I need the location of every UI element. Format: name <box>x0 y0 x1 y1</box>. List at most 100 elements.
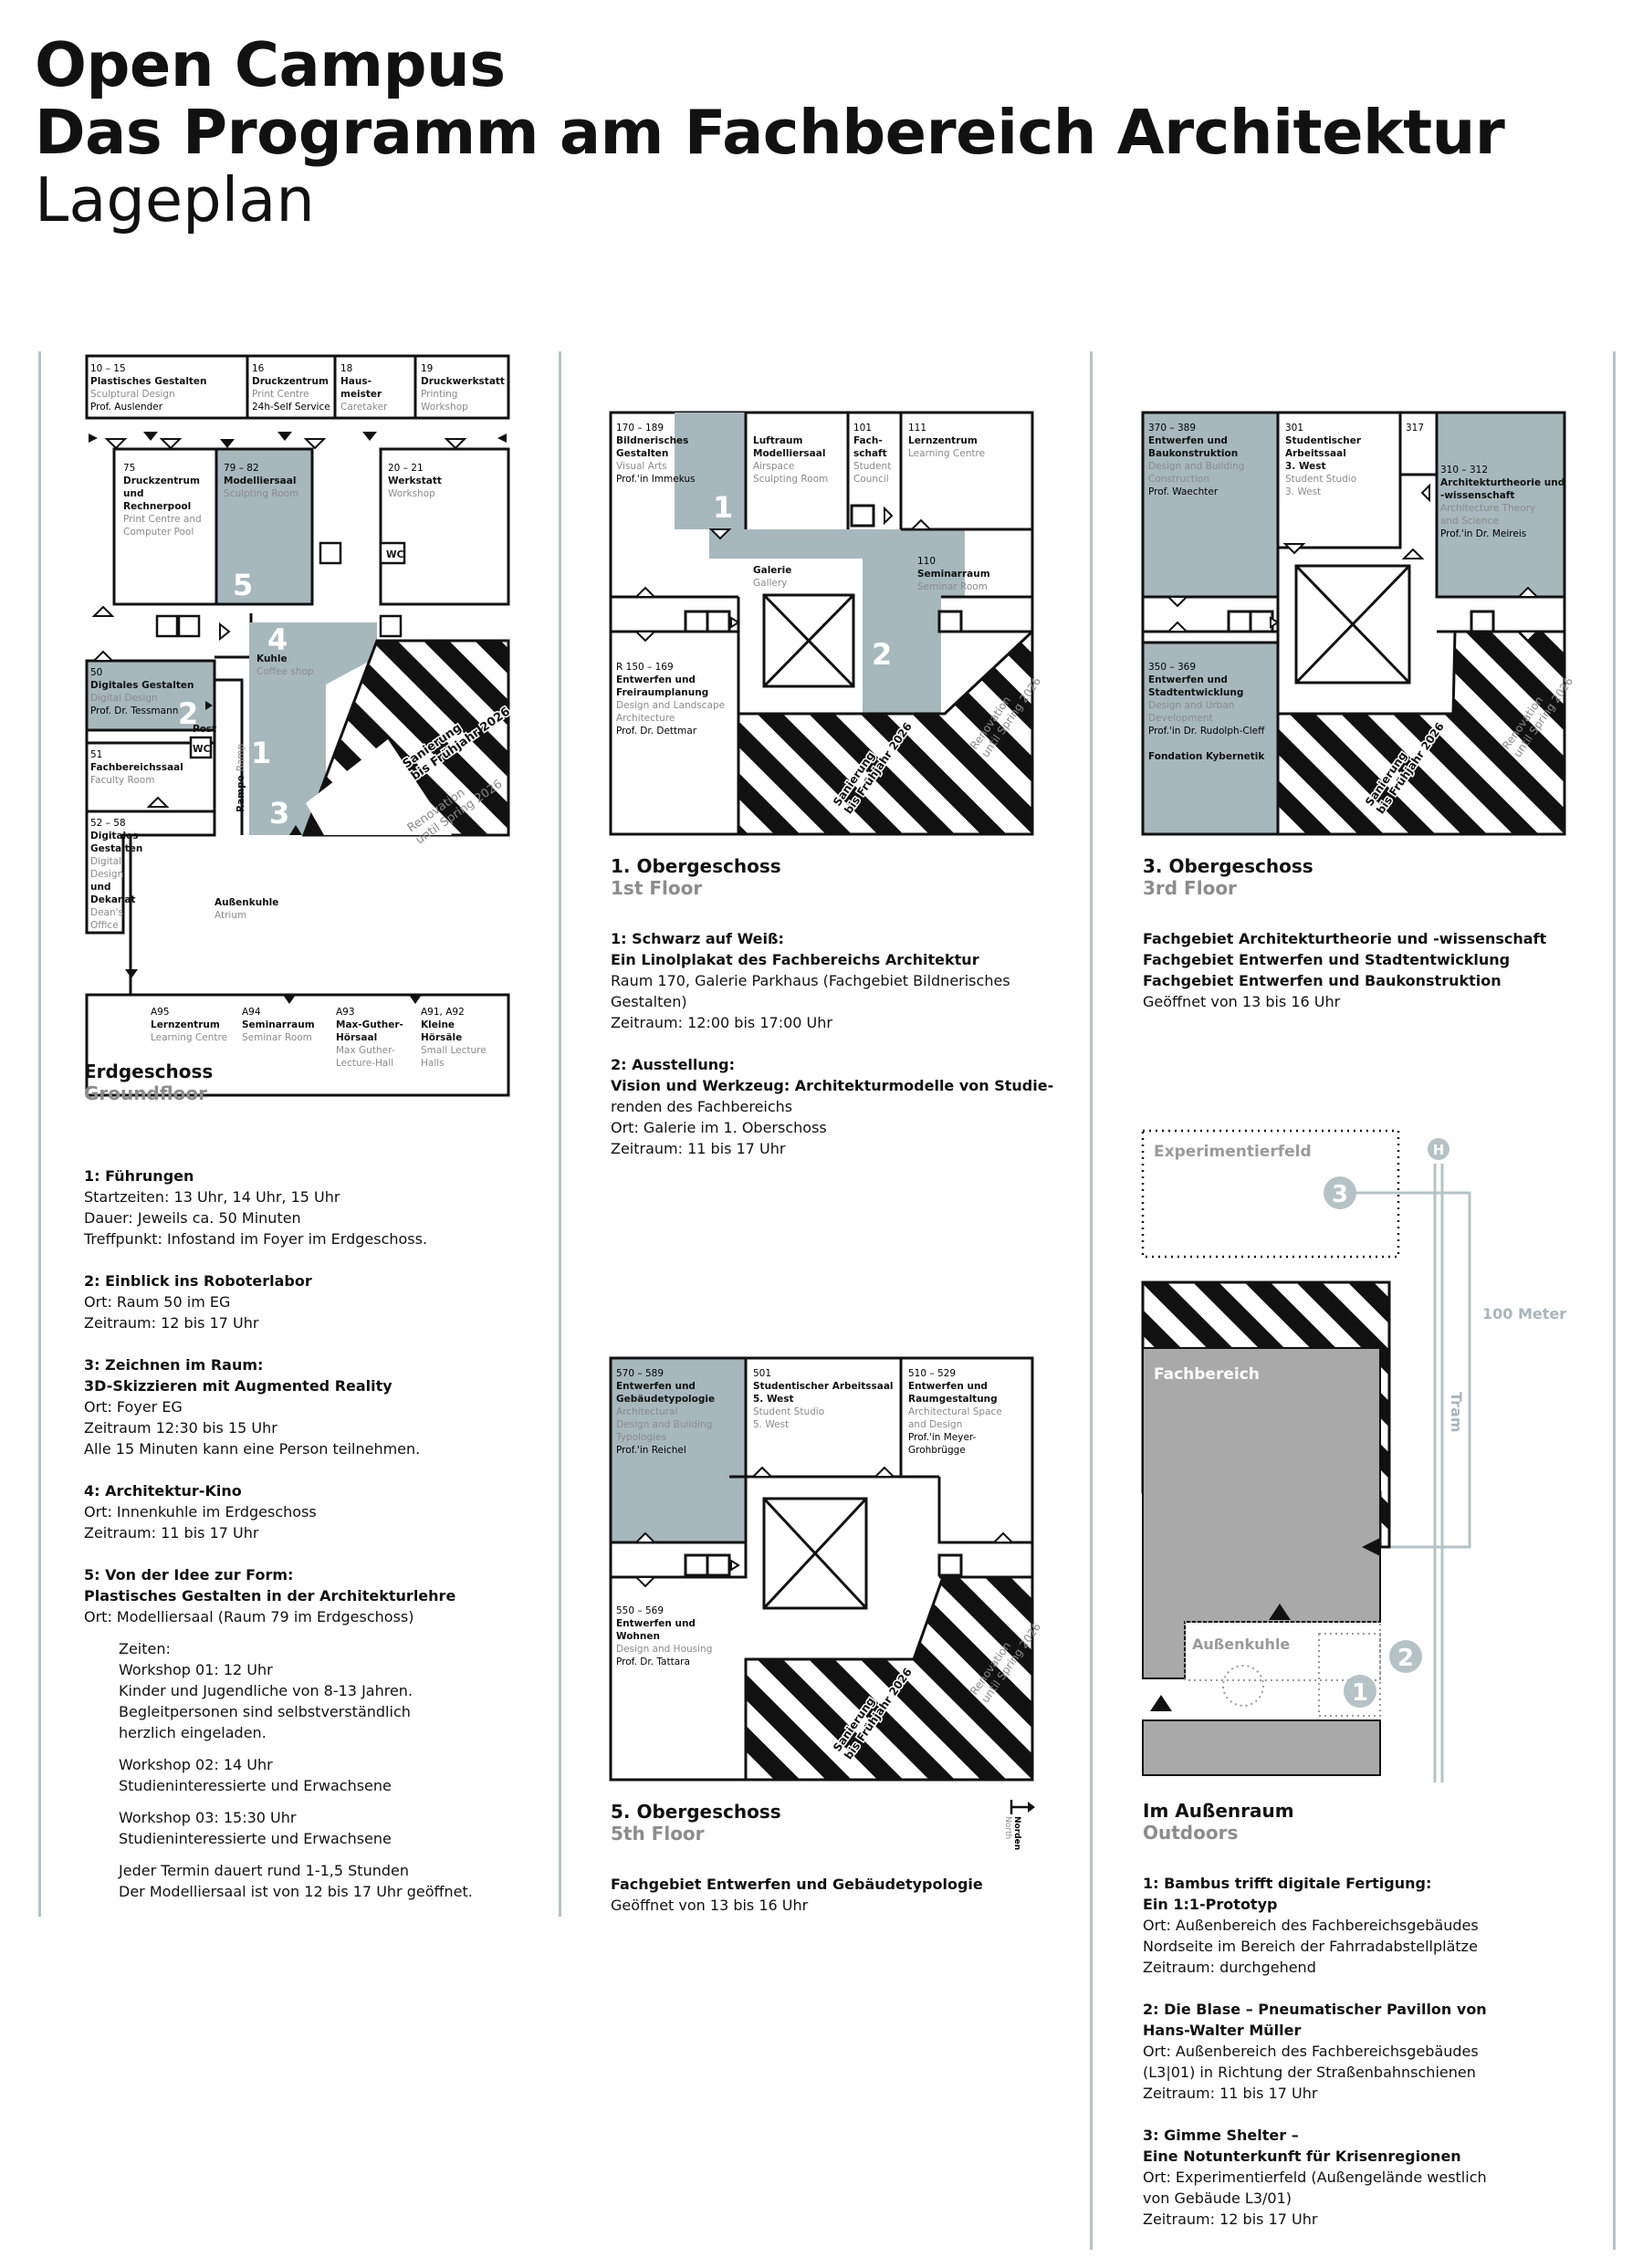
program-line: Ort: Außenbereich des Fachbereichsgebäud… <box>1143 1917 1479 1934</box>
room-317-label: 317 <box>1406 423 1424 434</box>
program-line: Startzeiten: 13 Uhr, 14 Uhr, 15 Uhr <box>84 1188 340 1206</box>
marker-1: 1 <box>713 490 733 525</box>
program-line: Nordseite im Bereich der Fahrradabstellp… <box>1143 1938 1478 1955</box>
program-line: Zeitraum: 11 bis 17 Uhr <box>84 1524 259 1542</box>
program-line: Zeitraum: 11 bis 17 Uhr <box>1143 2085 1318 2102</box>
page-title-line-1: Open Campus <box>35 29 506 100</box>
program-block: 1: Bambus trifft digitale Fertigung:Ein … <box>1143 1873 1599 1978</box>
program-line: Gestalten) <box>611 993 687 1010</box>
workshop-line: Workshop 02: 14 Uhr <box>119 1756 273 1773</box>
marker-3: 3 <box>269 796 289 831</box>
third-floor-program: Fachgebiet Architekturtheorie und -wisse… <box>1143 928 1599 1033</box>
column-divider <box>1090 351 1093 2250</box>
marker-5: 5 <box>233 568 253 602</box>
program-line: Ein Linolplakat des Fachbereichs Archite… <box>611 951 979 968</box>
program-line: 3: Zeichnen im Raum: <box>84 1356 264 1374</box>
program-line: Geöffnet von 13 bis 16 Uhr <box>1143 993 1341 1010</box>
column-divider <box>559 351 561 1917</box>
workshop-line: Workshop 01: 12 Uhr <box>119 1661 273 1678</box>
program-line: 3D-Skizzieren mit Augmented Reality <box>84 1377 392 1395</box>
program-line: 5: Von der Idee zur Form: <box>84 1566 294 1583</box>
workshop-line: Kinder und Jugendliche von 8-13 Jahren. <box>119 1682 413 1699</box>
marker-2: 2 <box>178 696 198 731</box>
program-line: Zeitraum: 11 bis 17 Uhr <box>611 1140 786 1157</box>
program-line: Dauer: Jeweils ca. 50 Minuten <box>84 1209 301 1227</box>
program-block: 2: Die Blase – Pneumatischer Pavillon vo… <box>1143 1999 1599 2104</box>
post-label: Post <box>193 724 216 735</box>
program-line: Zeitraum 12:30 bis 15 Uhr <box>84 1419 277 1437</box>
program-line: Zeitraum: durchgehend <box>1143 1959 1316 1976</box>
program-line: 1: Führungen <box>84 1167 194 1185</box>
program-line: Plastisches Gestalten in der Architektur… <box>84 1587 456 1604</box>
marker-4: 4 <box>267 622 288 657</box>
tram-stop-icon <box>1428 1138 1449 1160</box>
outdoor-building-south <box>1142 1719 1381 1776</box>
program-line: Fachgebiet Entwerfen und Gebäudetypologi… <box>611 1876 983 1893</box>
room-310-highlight <box>1435 411 1566 599</box>
experimentierfeld-label: Experimentierfeld <box>1154 1143 1312 1161</box>
tram-label: Tram <box>1448 1392 1465 1433</box>
fachbereich-building <box>1142 1347 1381 1679</box>
program-block: Fachgebiet Entwerfen und Gebäudetypologi… <box>611 1874 1067 1916</box>
program-line: Zeitraum: 12 bis 17 Uhr <box>84 1314 259 1332</box>
outdoor-program: 1: Bambus trifft digitale Fertigung:Ein … <box>1143 1873 1599 2251</box>
program-line: Ort: Innenkuhle im Erdgeschoss <box>84 1503 317 1521</box>
wc-label: WC <box>386 549 404 560</box>
program-line: Hans-Walter Müller <box>1143 2022 1302 2039</box>
tram-stop-h: H <box>1433 1142 1445 1158</box>
program-line: 3: Gimme Shelter – <box>1143 2127 1299 2144</box>
program-line: Ort: Außenbereich des Fachbereichsgebäud… <box>1143 2043 1479 2060</box>
program-line: Ort: Galerie im 1. Oberschoss <box>611 1119 827 1136</box>
program-line: 1: Schwarz auf Weiß: <box>611 930 784 947</box>
program-line: Ort: Raum 50 im EG <box>84 1293 231 1311</box>
outdoor-marker-1-label: 1 <box>1352 1679 1368 1707</box>
marker-2: 2 <box>872 637 892 672</box>
program-line: Eine Notunterkunft für Krisenregionen <box>1143 2148 1461 2165</box>
workshop-line: Studieninteressierte und Erwachsene <box>119 1777 392 1794</box>
program-line: (L3|01) in Richtung der Straßenbahnschie… <box>1143 2064 1476 2081</box>
program-line: Fachgebiet Entwerfen und Stadtentwicklun… <box>1143 951 1511 968</box>
program-line: 2: Die Blase – Pneumatischer Pavillon vo… <box>1143 2001 1487 2018</box>
program-line: Alle 15 Minuten kann eine Person teilneh… <box>84 1440 421 1458</box>
program-line: Ein 1:1-Prototyp <box>1143 1896 1278 1913</box>
fachbereich-label: Fachbereich <box>1154 1365 1260 1384</box>
room-50-highlight <box>85 659 216 732</box>
ramp-label: RampeRamp <box>235 744 246 812</box>
workshop-line: Zeiten: <box>119 1640 171 1657</box>
program-line: renden des Fachbereichs <box>611 1098 793 1115</box>
outdoor-map: Experimentierfeld H 3 100 Meter Tram Fac… <box>1141 1129 1566 1782</box>
north-arrow: NordenNorth <box>1003 1800 1035 1850</box>
marker-2: 2 <box>808 566 828 601</box>
program-block: Fachgebiet Architekturtheorie und -wisse… <box>1143 928 1599 1012</box>
